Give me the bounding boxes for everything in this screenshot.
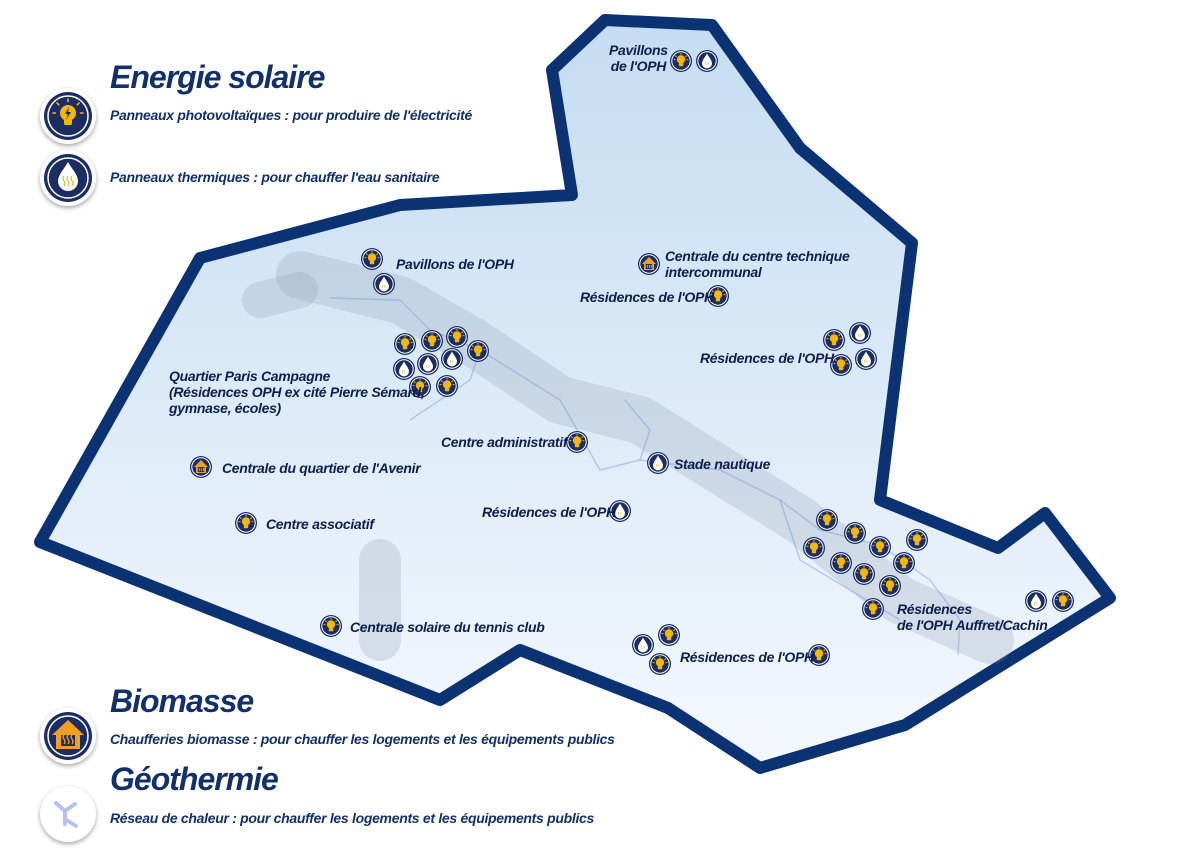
label-centre-associatif: Centre associatif xyxy=(266,516,374,532)
icons-centrale-avenir xyxy=(189,455,213,479)
legend-biomass-title: Biomasse xyxy=(110,683,254,719)
label-stade-nautique: Stade nautique xyxy=(674,456,771,472)
drop-icon xyxy=(44,154,92,202)
legend-solar-title: Energie solaire xyxy=(110,59,325,95)
icons-centre-associatif xyxy=(234,511,258,535)
legend-biomass-badge xyxy=(40,708,96,764)
label-centrale-technique: Centrale du centre technique intercommun… xyxy=(665,248,850,280)
bulb-icon xyxy=(44,92,92,140)
legend-geothermal-label: Réseau de chaleur : pour chauffer les lo… xyxy=(110,810,595,826)
legend-biomass-label: Chaufferies biomasse : pour chauffer les… xyxy=(110,731,615,747)
label-centrale-avenir: Centrale du quartier de l'Avenir xyxy=(222,460,421,476)
legend-geothermal-badge xyxy=(40,786,96,842)
legend-pv-badge xyxy=(40,88,96,144)
icons-stade-nautique xyxy=(646,451,670,475)
house-heat-icon xyxy=(44,712,92,760)
commune-boundary xyxy=(34,14,1116,774)
legend-pv-label: Panneaux photovoltaïques : pour produire… xyxy=(110,107,472,123)
label-paris-campagne: Quartier Paris Campagne (Résidences OPH … xyxy=(169,368,425,416)
legend-thermal-label: Panneaux thermiques : pour chauffer l'ea… xyxy=(110,169,440,185)
label-residences-centre: Résidences de l'OPH xyxy=(482,504,616,520)
label-pavillons-nord: Pavillons de l'OPH xyxy=(609,42,668,74)
icons-tennis-club xyxy=(319,614,343,638)
label-auffret-cachin: Résidences de l'OPH Auffret/Cachin xyxy=(897,601,1048,633)
icons-centre-administratif xyxy=(565,430,589,454)
legend-geothermal-title: Géothermie xyxy=(110,761,279,797)
label-centre-administratif: Centre administratif xyxy=(441,434,568,450)
legend-thermal-badge xyxy=(40,150,96,206)
label-tennis-club: Centrale solaire du tennis club xyxy=(350,619,545,635)
icons-centrale-technique xyxy=(637,252,661,276)
label-residences-est: Résidences de l'OPH xyxy=(700,350,834,366)
label-residences-sud: Résidences de l'OPH xyxy=(680,649,814,665)
label-residences-centre-nord: Résidences de l'OPH xyxy=(580,289,714,305)
label-pavillons-ouest: Pavillons de l'OPH xyxy=(396,256,514,272)
network-icon xyxy=(42,788,94,840)
